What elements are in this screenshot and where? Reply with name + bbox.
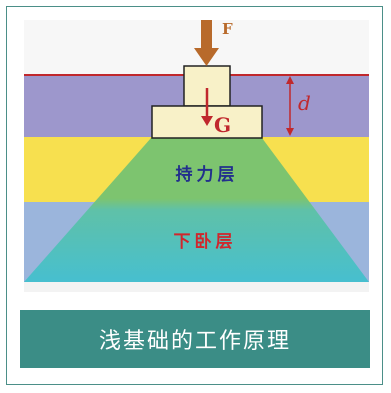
load-arrow-shaft	[201, 20, 212, 50]
caption-bar: 浅基础的工作原理	[20, 310, 370, 368]
bottom-band	[24, 282, 369, 292]
gravity-arrow-head	[201, 116, 213, 126]
gravity-label: G	[214, 113, 231, 137]
depth-arrow-bottom	[286, 128, 294, 136]
force-label: F	[222, 20, 233, 38]
depth-label: d	[298, 91, 311, 115]
bearing-layer-label: 持力层	[176, 164, 239, 185]
stress-trapezoid	[24, 138, 369, 282]
underlying-layer-label: 下卧层	[174, 232, 237, 252]
foundation-diagram: F G d 持力层 下卧层	[24, 20, 369, 292]
caption-text: 浅基础的工作原理	[98, 329, 291, 354]
load-arrow-head	[194, 48, 219, 66]
depth-arrow-top	[286, 76, 294, 84]
